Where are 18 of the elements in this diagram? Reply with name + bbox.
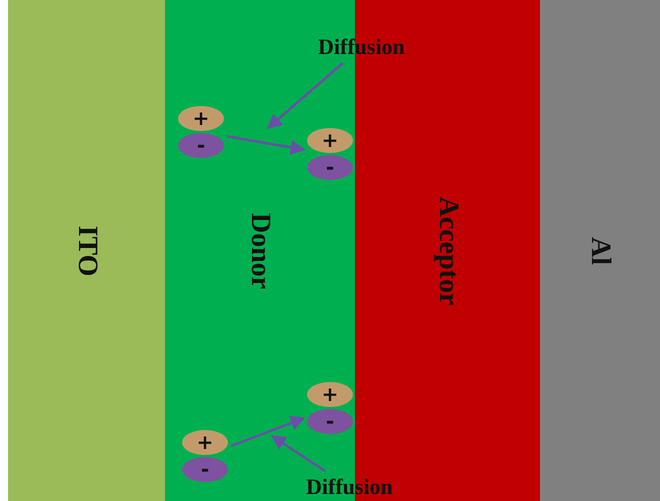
positive-charge: + (307, 128, 353, 153)
negative-charge: - (307, 409, 353, 434)
positive-charge: + (182, 430, 228, 455)
layer-label: Al (584, 236, 616, 264)
ito-layer (8, 0, 165, 501)
arrow (230, 416, 306, 448)
negative-charge: - (178, 133, 224, 158)
arrow (226, 135, 306, 155)
layer-label: Donor (244, 212, 276, 289)
positive-charge: + (307, 382, 353, 407)
arrow (270, 434, 326, 472)
negative-charge: - (307, 155, 353, 180)
layer-label: ITO (70, 225, 102, 276)
aluminium-layer (540, 0, 660, 501)
positive-charge: + (178, 106, 224, 131)
negative-charge: - (182, 457, 228, 482)
layer-label: Acceptor (432, 196, 464, 305)
arrow (266, 62, 344, 129)
